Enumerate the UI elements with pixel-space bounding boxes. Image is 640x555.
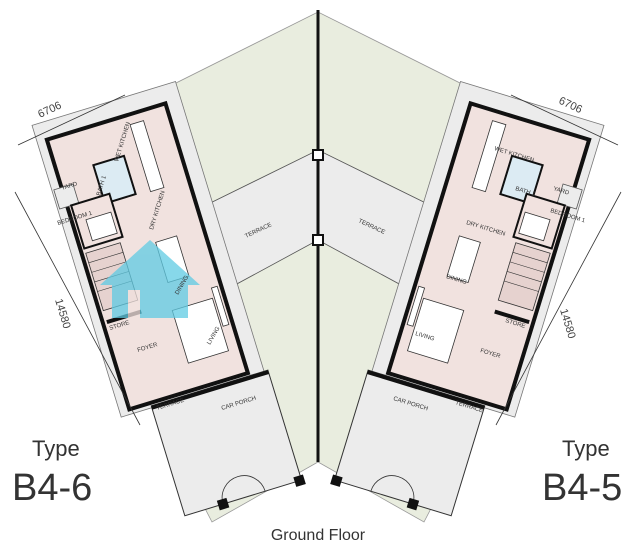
right-type-label: Type xyxy=(562,436,610,461)
left-foyer-label: FOYER xyxy=(137,342,159,354)
right-foyer-label: FOYER xyxy=(479,348,501,360)
right-type-code: B4-5 xyxy=(542,467,622,509)
right-living-label: LIVING xyxy=(414,331,435,343)
watermark-logo xyxy=(100,240,200,318)
left-length-dimension: 14580 xyxy=(52,297,72,330)
right-store-label: STORE xyxy=(504,318,525,330)
wall-column xyxy=(312,234,324,246)
right-dining-label: DINING xyxy=(445,274,467,286)
right-length-dimension: 14580 xyxy=(557,307,577,340)
left-store-label: STORE xyxy=(109,320,130,332)
left-yard-label: YARD xyxy=(61,181,79,192)
left-bath-label: BATH 1 xyxy=(96,175,108,197)
right-bath-label: BATH 1 xyxy=(514,186,536,198)
right-yard-label: YARD xyxy=(552,186,570,197)
left-type-code: B4-6 xyxy=(12,467,92,509)
floor-title: Ground Floor xyxy=(271,527,366,544)
wall-column xyxy=(312,149,324,161)
left-type-label: Type xyxy=(32,436,80,461)
